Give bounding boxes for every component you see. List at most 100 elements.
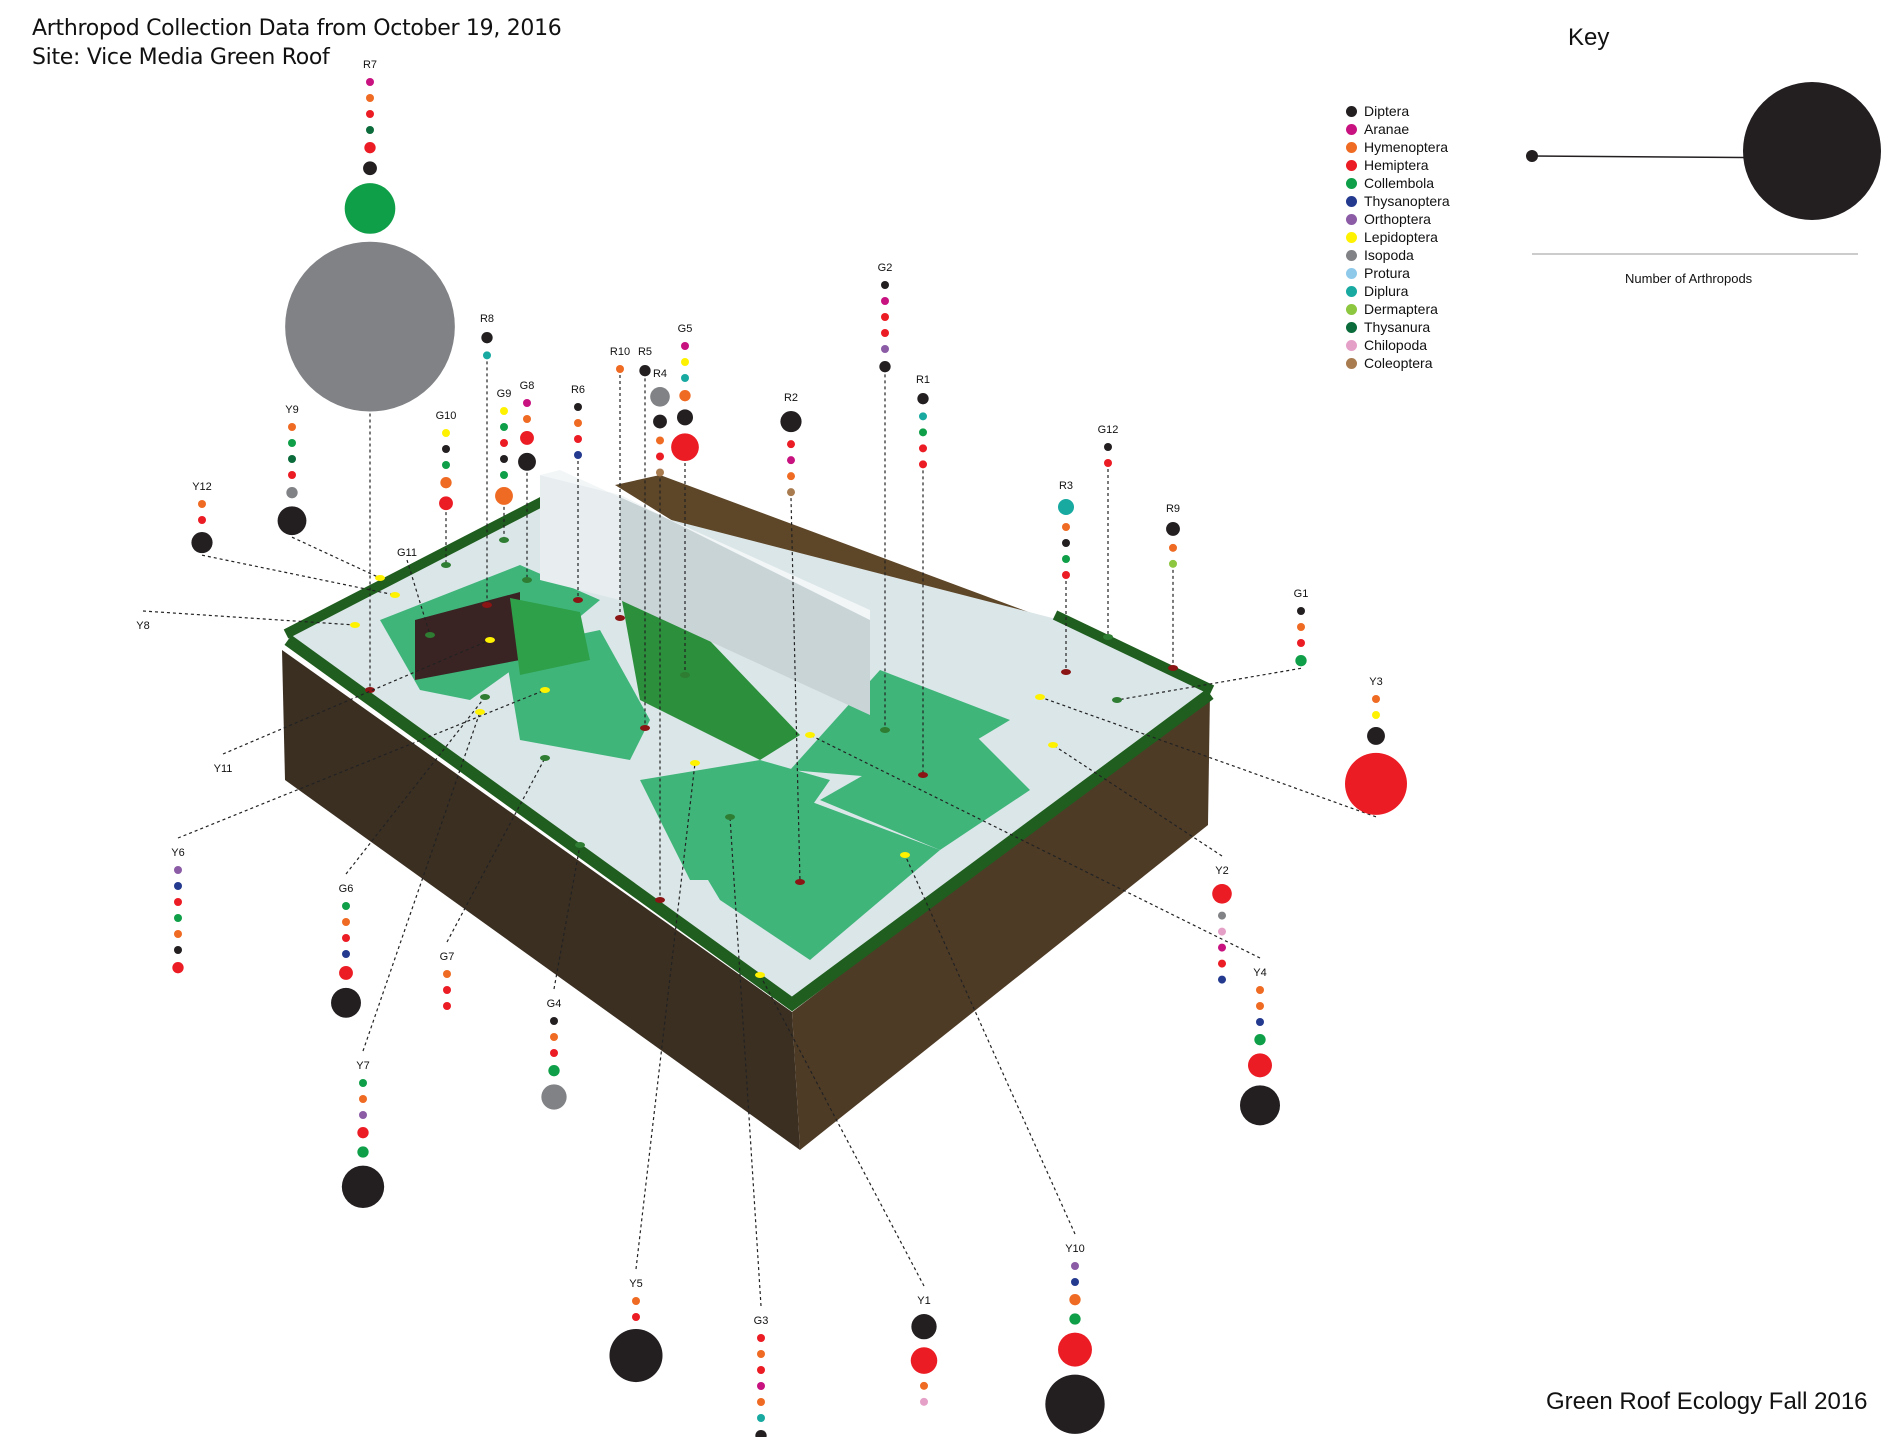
- count-dot-hemiptera: [439, 496, 453, 511]
- count-dot-dermaptera: [1169, 559, 1177, 568]
- trap-marker: [680, 672, 690, 678]
- trap-marker: [475, 709, 485, 715]
- sample-y1: Y1: [910, 1295, 938, 1406]
- count-dot-orthoptera: [881, 345, 889, 353]
- count-dot-collembola: [174, 914, 182, 922]
- count-dot-hemiptera: [1058, 1332, 1092, 1367]
- key-scale: [1526, 82, 1881, 255]
- leader-line: [553, 844, 581, 990]
- legend-item: Diplura: [1346, 282, 1450, 300]
- count-dot-hymenoptera: [342, 918, 350, 926]
- count-dot-hemiptera: [366, 110, 374, 118]
- count-dot-isopoda: [286, 487, 298, 499]
- trap-marker: [573, 597, 583, 603]
- footer-credit: Green Roof Ecology Fall 2016: [1546, 1388, 1868, 1415]
- sample-label: G7: [440, 951, 455, 963]
- count-dot-diptera: [174, 946, 182, 954]
- count-dot-hymenoptera: [1256, 986, 1264, 994]
- legend-item: Chilopoda: [1346, 336, 1450, 354]
- sample-g7: G7: [440, 951, 455, 1010]
- sample-label: R5: [638, 346, 652, 358]
- leader-line: [446, 757, 546, 943]
- legend-item: Aranae: [1346, 120, 1450, 138]
- green-edging: [283, 490, 558, 639]
- count-dot-hemiptera: [1248, 1053, 1272, 1078]
- count-dot-hymenoptera: [443, 970, 451, 978]
- legend-item: Thysanura: [1346, 318, 1450, 336]
- legend-item: Hemiptera: [1346, 156, 1450, 174]
- count-dot-diptera: [1045, 1374, 1105, 1434]
- count-dot-diptera: [550, 1017, 558, 1025]
- count-dot-aranae: [787, 456, 795, 465]
- legend-swatch: [1346, 357, 1357, 369]
- sample-r10: R10: [610, 346, 630, 373]
- count-dot-hymenoptera: [616, 365, 624, 373]
- count-dot-diptera: [609, 1329, 663, 1383]
- legend-item: Isopoda: [1346, 246, 1450, 264]
- count-dot-diptera: [1367, 727, 1385, 745]
- sample-r2: R2: [780, 392, 802, 497]
- legend-swatch: [1346, 321, 1357, 333]
- sample-label: R10: [610, 346, 630, 358]
- legend-label: Collembola: [1364, 175, 1435, 191]
- sample-label: R2: [784, 392, 798, 404]
- count-dot-hymenoptera: [1169, 543, 1177, 552]
- legend-swatch: [1346, 141, 1357, 153]
- count-dot-aranae: [523, 399, 531, 407]
- sample-g4: G4: [541, 998, 567, 1110]
- sample-r5: R5: [638, 346, 652, 377]
- sample-r3: R3: [1058, 480, 1074, 579]
- trap-marker: [390, 592, 400, 598]
- count-dot-lepidoptera: [1372, 711, 1380, 719]
- count-dot-thysanoptera: [342, 950, 350, 958]
- sample-r8: R8: [480, 313, 494, 360]
- sample-label: R1: [916, 374, 930, 386]
- sample-g10: G10: [436, 410, 456, 511]
- trap-marker: [1112, 697, 1122, 703]
- sample-y3: Y3: [1345, 676, 1407, 815]
- sample-g8: G8: [518, 380, 536, 471]
- sample-y9: Y9: [277, 404, 307, 536]
- count-dot-aranae: [881, 297, 889, 305]
- sample-label: Y9: [285, 404, 298, 416]
- trap-marker: [375, 575, 385, 581]
- sample-label: R4: [653, 368, 667, 380]
- count-dot-hemiptera: [881, 313, 889, 321]
- count-dot-diptera: [442, 445, 450, 453]
- count-dot-hemiptera: [757, 1366, 765, 1374]
- sample-leader-lines: [142, 361, 1377, 1307]
- count-dot-hemiptera: [910, 1347, 938, 1374]
- leader-line: [291, 536, 381, 579]
- count-dot-hymenoptera: [495, 487, 513, 505]
- sample-label: Y1: [917, 1295, 930, 1307]
- green-edging-front: [284, 635, 1214, 1012]
- trap-marker: [1061, 669, 1071, 675]
- count-dot-hemiptera: [881, 329, 889, 337]
- sample-y8: Y8: [136, 620, 149, 632]
- count-dot-diptera: [1062, 539, 1070, 547]
- count-dot-diptera: [277, 506, 307, 536]
- trap-marker: [1103, 634, 1113, 640]
- count-dot-hymenoptera: [288, 423, 296, 431]
- bulkhead-wall: [540, 475, 620, 600]
- count-dot-diptera: [500, 455, 508, 463]
- leader-line: [1052, 744, 1223, 857]
- trap-marker: [1168, 665, 1178, 671]
- count-dot-hemiptera: [656, 452, 664, 461]
- sample-label: R8: [480, 313, 494, 325]
- trap-marker: [441, 562, 451, 568]
- count-dot-thysanura: [288, 455, 296, 463]
- count-dot-collembola: [1062, 555, 1070, 563]
- count-dot-isopoda: [650, 387, 670, 407]
- trap-marker: [365, 687, 375, 693]
- sample-label: Y4: [1253, 967, 1266, 979]
- legend-swatch: [1346, 177, 1357, 189]
- roof-structure: [415, 592, 520, 680]
- count-dot-hemiptera: [443, 986, 451, 994]
- count-dot-collembola: [919, 428, 927, 437]
- key-scale-large-dot: [1743, 82, 1881, 220]
- sample-label: R3: [1059, 480, 1073, 492]
- count-dot-coleoptera: [787, 488, 795, 497]
- count-dot-diptera: [1104, 443, 1112, 451]
